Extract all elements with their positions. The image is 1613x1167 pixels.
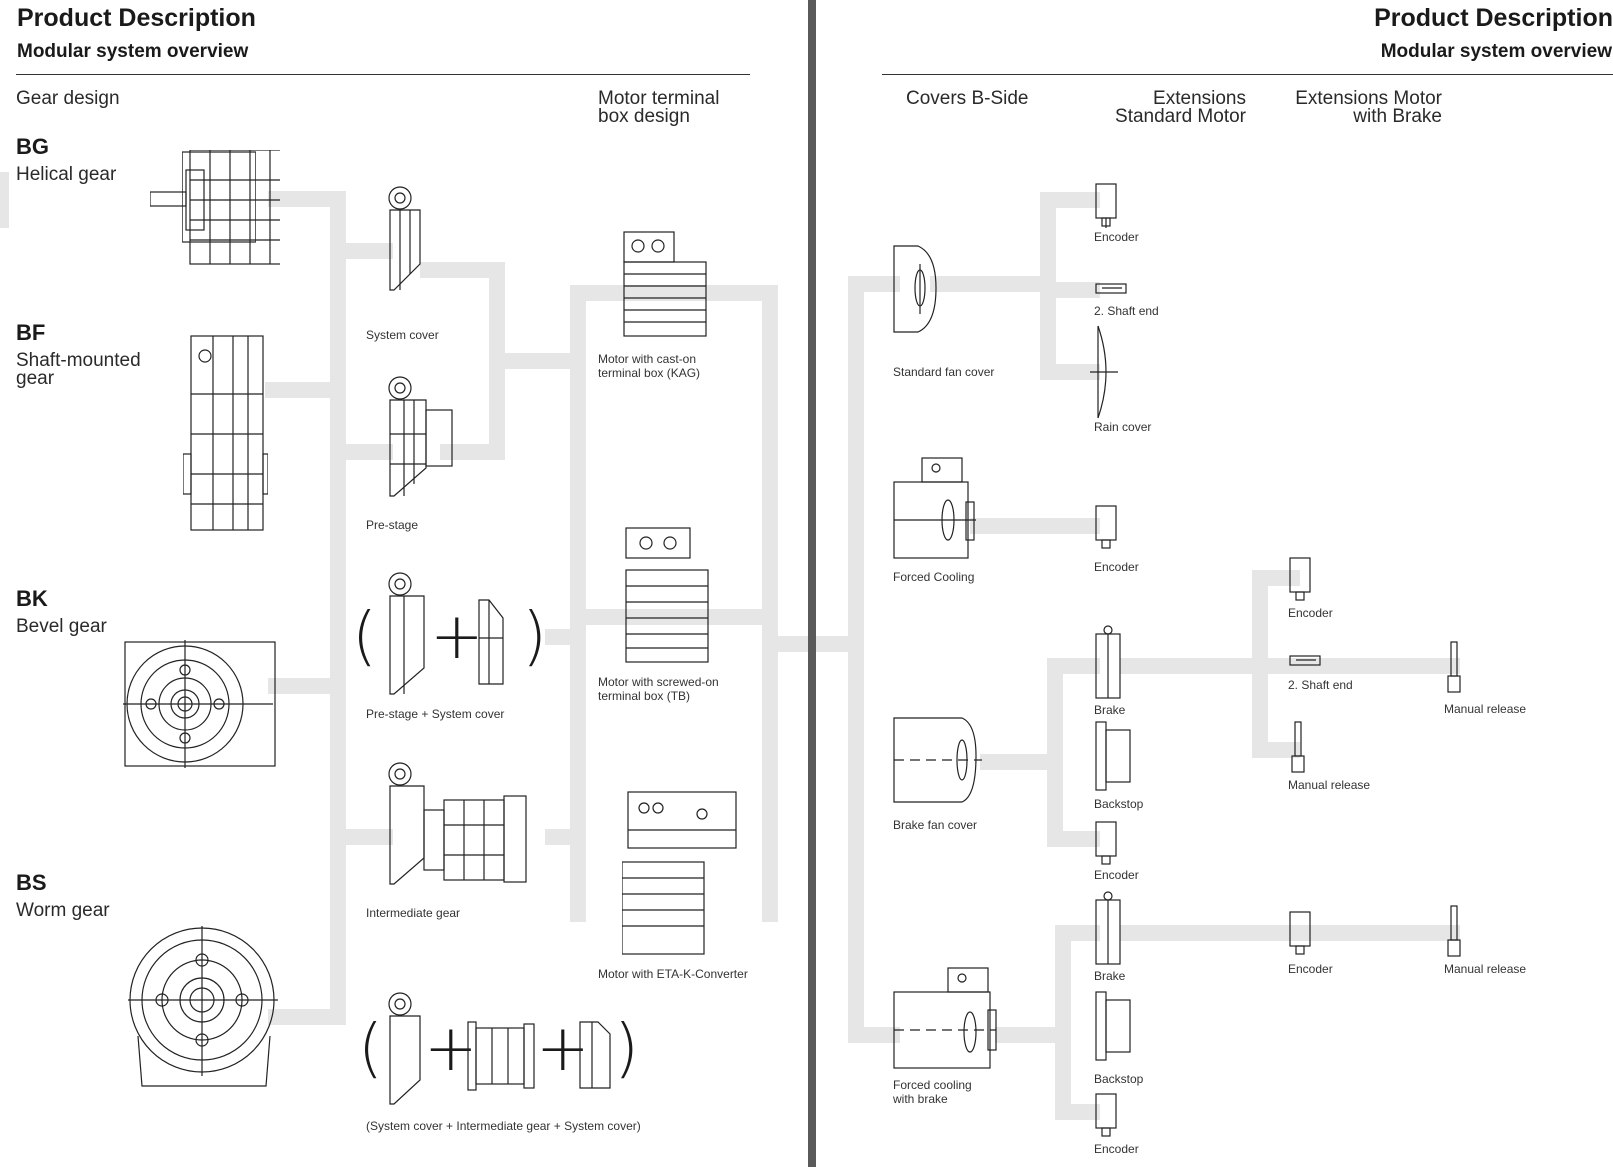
caption-brake-1: Brake bbox=[1094, 703, 1126, 717]
gear-bf: BF Shaft-mounted gear bbox=[16, 320, 141, 389]
encoder-5-drawing bbox=[1289, 557, 1311, 601]
rain-cover-drawing bbox=[1090, 325, 1118, 419]
caption-combo: (System cover + Intermediate gear + Syst… bbox=[366, 1119, 641, 1133]
caption-brake-fan-cover: Brake fan cover bbox=[893, 818, 978, 832]
backstop-2-drawing bbox=[1095, 991, 1131, 1061]
caption-prestage-cover: Pre-stage + System cover bbox=[366, 707, 505, 721]
caption-encoder-3: Encoder bbox=[1094, 868, 1139, 882]
encoder-3-drawing bbox=[1095, 821, 1117, 865]
gear-bk: BK Bevel gear bbox=[16, 586, 107, 637]
page-subtitle-left: Modular system overview bbox=[17, 41, 249, 62]
caption-brake-2: Brake bbox=[1094, 969, 1126, 983]
caption-forced-cooling: Forced Cooling bbox=[893, 570, 975, 584]
motor-tb-drawing bbox=[625, 527, 709, 663]
encoder-4-drawing bbox=[1095, 1093, 1117, 1137]
combo-plus-1: + bbox=[424, 1012, 478, 1086]
caption-encoder-6: Encoder bbox=[1288, 962, 1333, 976]
caption-standard-fan-cover: Standard fan cover bbox=[893, 365, 995, 379]
page-title-left: Product Description bbox=[17, 4, 256, 32]
combo-paren-close: ) bbox=[614, 1012, 639, 1086]
gear-bs: BS Worm gear bbox=[16, 870, 110, 921]
manual-release-1-drawing bbox=[1291, 721, 1305, 773]
caption-encoder-2: Encoder bbox=[1094, 560, 1139, 574]
combo-system-cover-2-drawing bbox=[579, 1021, 611, 1089]
caption-encoder-5: Encoder bbox=[1288, 606, 1333, 620]
brake-1-drawing bbox=[1095, 625, 1121, 699]
gear-bg: BG Helical gear bbox=[16, 134, 117, 185]
combo-plus-2: + bbox=[536, 1012, 590, 1086]
encoder-2-drawing bbox=[1095, 505, 1117, 549]
encoder-6-drawing bbox=[1289, 911, 1311, 955]
manual-release-2-drawing bbox=[1447, 641, 1461, 693]
backstop-1-drawing bbox=[1095, 721, 1131, 791]
header-rule-left bbox=[16, 74, 750, 75]
caption-encoder-4: Encoder bbox=[1094, 1142, 1139, 1156]
paren-close: ) bbox=[522, 600, 547, 674]
helical-gear-drawing bbox=[150, 150, 280, 265]
encoder-1-drawing bbox=[1095, 183, 1117, 228]
system-cover-drawing bbox=[388, 186, 421, 291]
shaft-end-2-drawing bbox=[1289, 655, 1321, 666]
caption-encoder-1: Encoder bbox=[1094, 230, 1139, 244]
col-covers-b-side: Covers B-Side bbox=[906, 88, 1029, 109]
caption-intermediate: Intermediate gear bbox=[366, 906, 461, 920]
brake-fan-cover-drawing bbox=[893, 717, 982, 803]
motor-kag-drawing bbox=[623, 231, 707, 337]
page-subtitle-right: Modular system overview bbox=[1380, 41, 1612, 62]
pre-stage-small-drawing bbox=[388, 572, 425, 695]
combo-paren-open: ( bbox=[358, 1012, 383, 1086]
page-tab bbox=[0, 172, 9, 228]
shaft-mounted-gear-drawing bbox=[183, 335, 268, 531]
caption-shaft-end-2: 2. Shaft end bbox=[1288, 678, 1353, 692]
plus-1: + bbox=[430, 600, 484, 674]
caption-backstop-2: Backstop bbox=[1094, 1072, 1144, 1086]
motor-eta-drawing bbox=[622, 791, 737, 955]
header-rule-right bbox=[882, 74, 1613, 75]
pre-stage-drawing bbox=[388, 376, 453, 497]
caption-manual-release-2: Manual release bbox=[1444, 702, 1527, 716]
forced-cooling-drawing bbox=[893, 457, 976, 559]
caption-pre-stage: Pre-stage bbox=[366, 518, 419, 532]
caption-system-cover: System cover bbox=[366, 328, 439, 342]
shaft-end-1-drawing bbox=[1095, 283, 1127, 294]
caption-manual-release-3: Manual release bbox=[1444, 962, 1527, 976]
combo-intermediate-drawing bbox=[467, 1021, 535, 1091]
paren-open: ( bbox=[352, 600, 377, 674]
system-cover-small-drawing bbox=[478, 599, 504, 685]
col-gear-design: Gear design bbox=[16, 88, 120, 109]
brake-2-drawing bbox=[1095, 891, 1121, 965]
page-title-right: Product Description bbox=[1374, 4, 1613, 32]
caption-eta: Motor with ETA-K-Converter bbox=[598, 967, 748, 981]
caption-backstop-1: Backstop bbox=[1094, 797, 1144, 811]
manual-release-3-drawing bbox=[1447, 905, 1461, 957]
combo-system-cover-drawing bbox=[388, 992, 421, 1105]
page-spine bbox=[808, 0, 816, 1167]
bevel-gear-drawing bbox=[123, 640, 276, 768]
intermediate-gear-drawing bbox=[388, 762, 527, 885]
caption-manual-release-1: Manual release bbox=[1288, 778, 1371, 792]
caption-rain-cover: Rain cover bbox=[1094, 420, 1152, 434]
standard-fan-cover-drawing bbox=[893, 245, 937, 333]
caption-shaft-end-1: 2. Shaft end bbox=[1094, 304, 1159, 318]
worm-gear-drawing bbox=[128, 926, 278, 1087]
forced-cooling-brake-drawing bbox=[893, 967, 997, 1069]
